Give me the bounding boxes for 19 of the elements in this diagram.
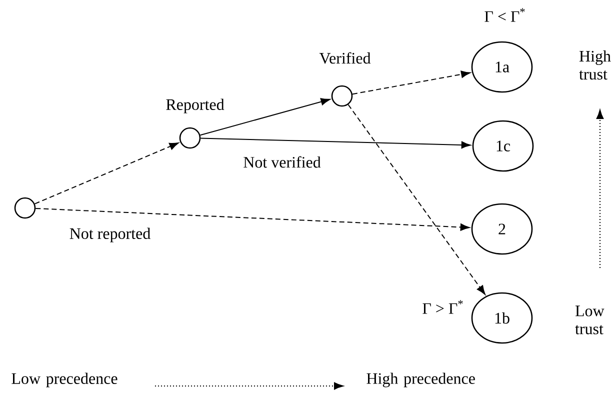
arrow	[348, 104, 486, 295]
decision-node	[179, 127, 201, 149]
threshold-label: Γ > Γ$^{*}$	[422, 300, 463, 314]
axis-label: Low trust	[575, 306, 604, 334]
arrow	[35, 208, 470, 231]
arrow	[34, 142, 179, 204]
arrow	[200, 138, 471, 149]
axis-label: High trust	[579, 50, 611, 80]
decision-node	[14, 197, 36, 219]
arrow	[200, 98, 330, 136]
edge-label: Not verified	[244, 156, 321, 168]
axis-label: High precedence	[366, 372, 475, 388]
edge-label: Not reported	[70, 228, 150, 242]
axis-label: Low precedence	[12, 372, 118, 388]
threshold-label: Γ < Γ$^{*}$	[484, 8, 525, 22]
decision-node	[331, 85, 353, 107]
edge-label: Verified	[319, 52, 371, 64]
arrow	[352, 70, 470, 95]
edge-label: Reported	[166, 98, 224, 114]
